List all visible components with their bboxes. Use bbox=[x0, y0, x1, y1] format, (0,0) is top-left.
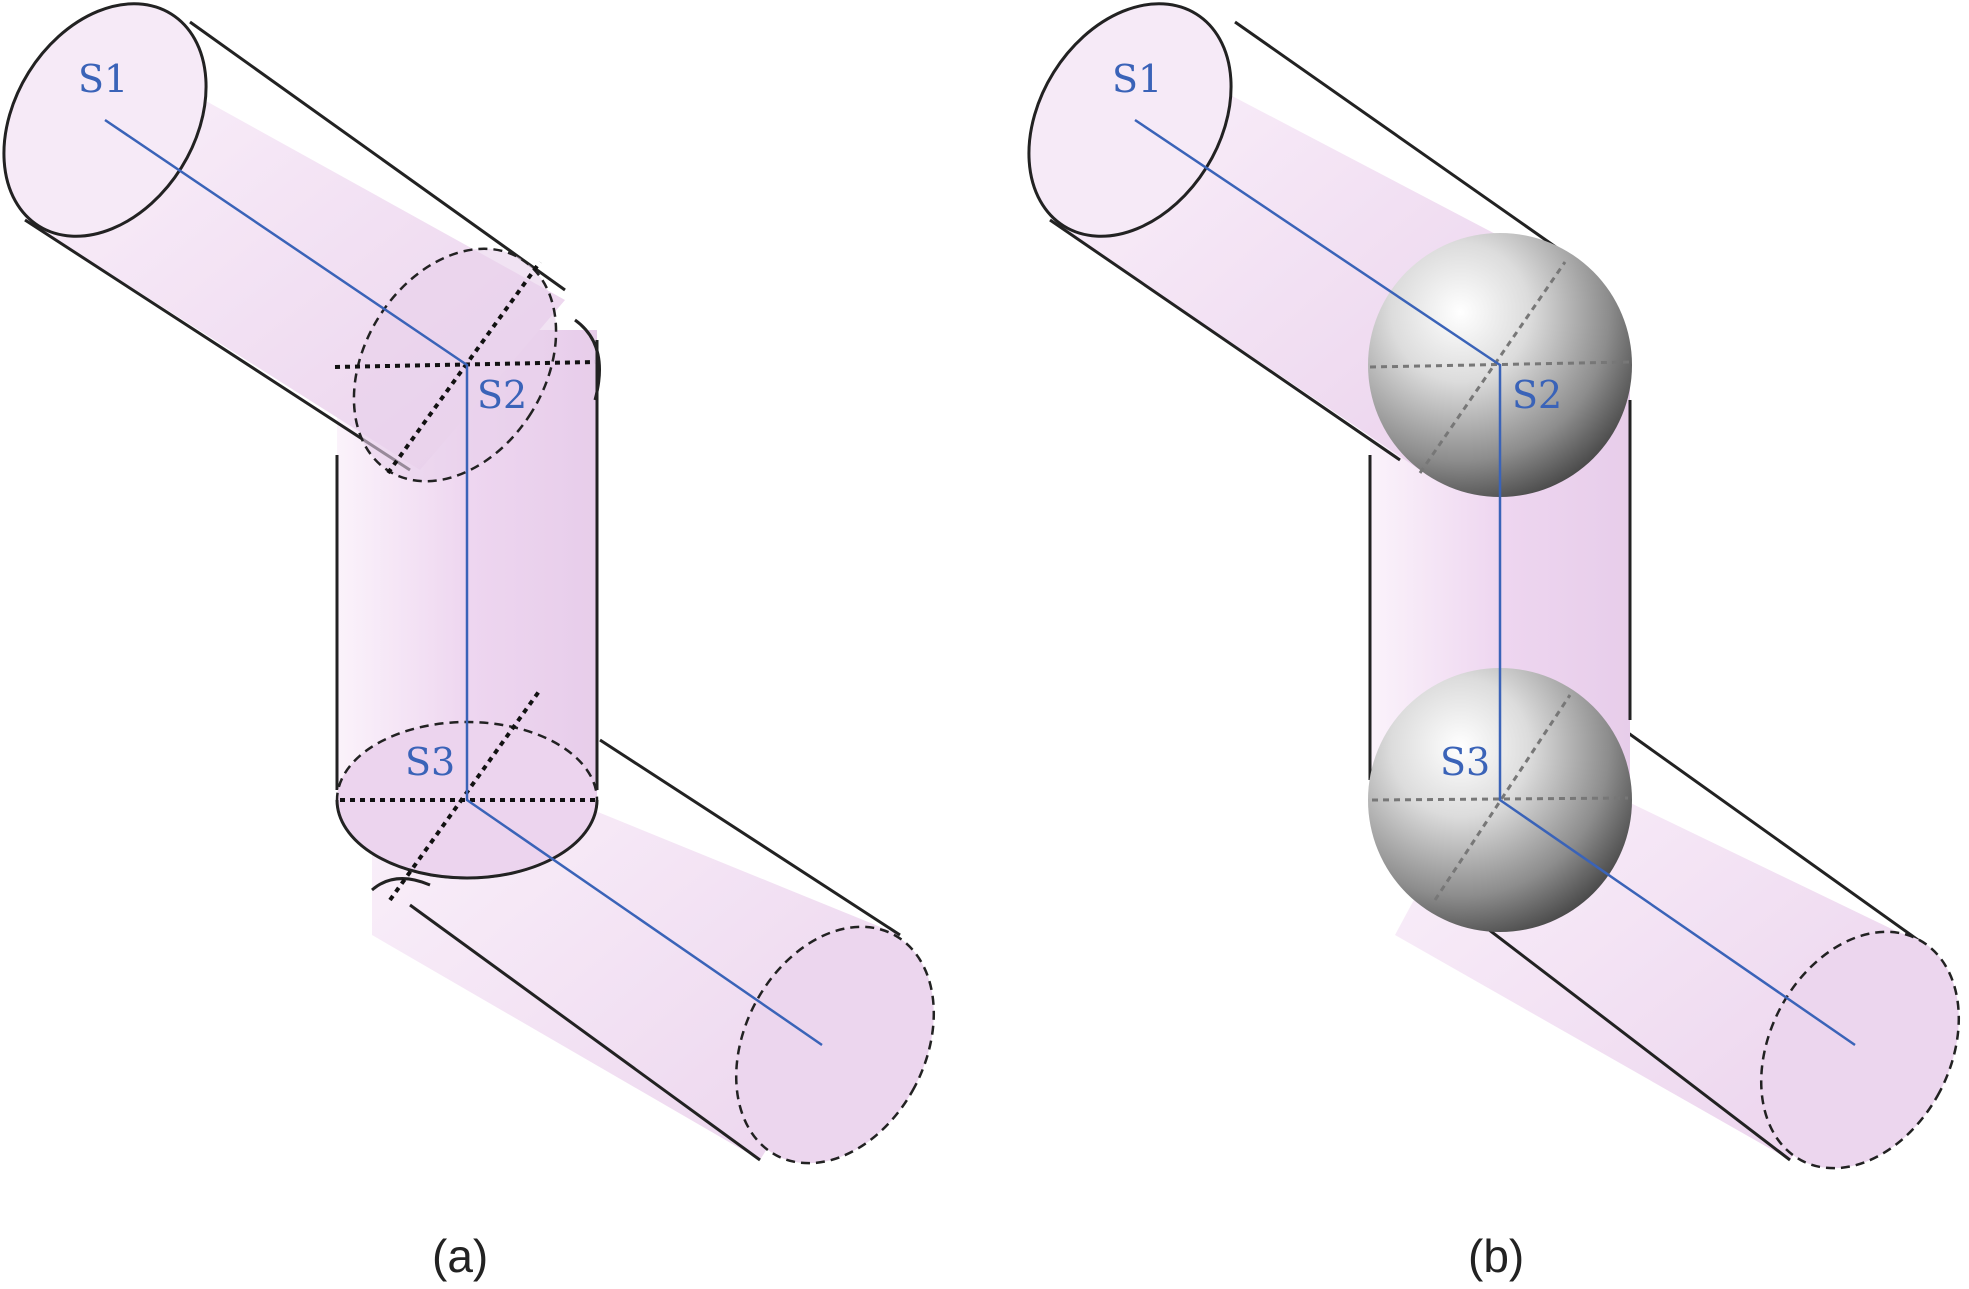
joint-label-s1: S1 bbox=[78, 57, 128, 101]
panel-b: S1 S2 S3 (b) bbox=[1027, 2, 1961, 1282]
kinematic-axis bbox=[1134, 118, 1856, 1047]
joint-label-s2: S2 bbox=[1512, 373, 1562, 417]
joint-label-s3: S3 bbox=[405, 740, 455, 784]
panel-caption-b: (b) bbox=[1468, 1230, 1524, 1282]
kinematic-axis bbox=[104, 118, 823, 1047]
joint-label-s1: S1 bbox=[1112, 57, 1162, 101]
panel-a: S1 S2 S3 (a) bbox=[2, 2, 936, 1282]
joint-label-s3: S3 bbox=[1440, 740, 1490, 784]
panel-caption-a: (a) bbox=[432, 1230, 488, 1282]
joint-s3-axes bbox=[340, 688, 595, 902]
joint-label-s2: S2 bbox=[477, 373, 527, 417]
